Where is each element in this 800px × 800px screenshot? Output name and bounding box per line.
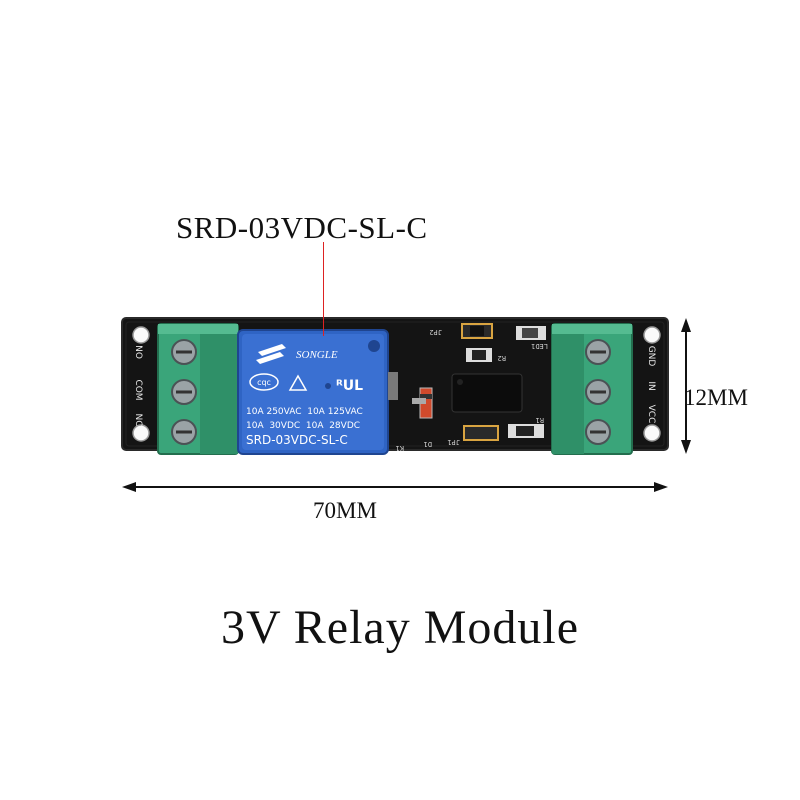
label-in: IN <box>646 381 656 390</box>
width-dimension-label: 70MM <box>313 498 377 523</box>
height-dimension-label: 12MM <box>684 385 748 410</box>
screw-icon <box>585 339 611 365</box>
silkscreen-labels: JP2 R2 LED1 R1 JP1 D1 K1 <box>396 328 548 452</box>
label-nc: NC <box>133 413 143 426</box>
right-terminal-labels: GND IN VCC <box>646 346 656 424</box>
mounting-holes <box>132 326 661 442</box>
label-gnd: GND <box>646 346 656 367</box>
relay-rating-line-1: 10A 250VAC 10A 125VAC <box>246 407 363 417</box>
svg-text:JP1: JP1 <box>447 438 460 446</box>
board-components <box>388 323 546 441</box>
screw-icon <box>171 419 197 445</box>
warning-triangle-icon <box>288 374 308 391</box>
height-dimension-arrow <box>681 318 691 454</box>
label-vcc: VCC <box>646 405 656 424</box>
label-no: NO <box>133 345 143 359</box>
screw-icon <box>585 419 611 445</box>
relay-brand: SONGLE <box>296 349 338 361</box>
left-screw-terminal <box>157 323 239 455</box>
chip-ic <box>451 373 523 413</box>
width-dimension-arrow <box>122 482 668 492</box>
screw-icon <box>171 339 197 365</box>
jumper-jp1 <box>463 425 499 441</box>
relay-dot <box>368 340 380 352</box>
svg-text:R2: R2 <box>498 354 506 362</box>
svg-text:D1: D1 <box>424 440 432 448</box>
svg-text:R1: R1 <box>536 416 544 424</box>
screw-icon <box>171 379 197 405</box>
cqc-icon <box>249 373 279 391</box>
left-terminal-labels: NO COM NC <box>133 345 143 426</box>
relay-rating-line-2: 10A 30VDC 10A 28VDC <box>246 421 360 431</box>
svg-text:LED1: LED1 <box>531 342 548 350</box>
relay-dot <box>325 383 331 389</box>
screw-icon <box>585 379 611 405</box>
relay-part-callout: SRD-03VDC-SL-C <box>176 210 428 245</box>
callout-leader-line <box>323 242 324 336</box>
product-caption: 3V Relay Module <box>220 601 580 654</box>
label-com: COM <box>133 379 143 400</box>
side-tab <box>388 372 398 400</box>
relay-component: SONGLE cqc ᴿUL 10A 250VAC 10A 125VAC 10A… <box>237 329 389 455</box>
relay-model: SRD-03VDC-SL-C <box>246 433 348 447</box>
svg-text:K1: K1 <box>396 444 404 452</box>
ul-icon: ᴿUL <box>336 378 363 394</box>
svg-text:cqc: cqc <box>257 378 271 387</box>
svg-text:JP2: JP2 <box>429 328 442 336</box>
songle-logo-icon <box>256 344 286 364</box>
right-screw-terminal <box>551 323 633 455</box>
